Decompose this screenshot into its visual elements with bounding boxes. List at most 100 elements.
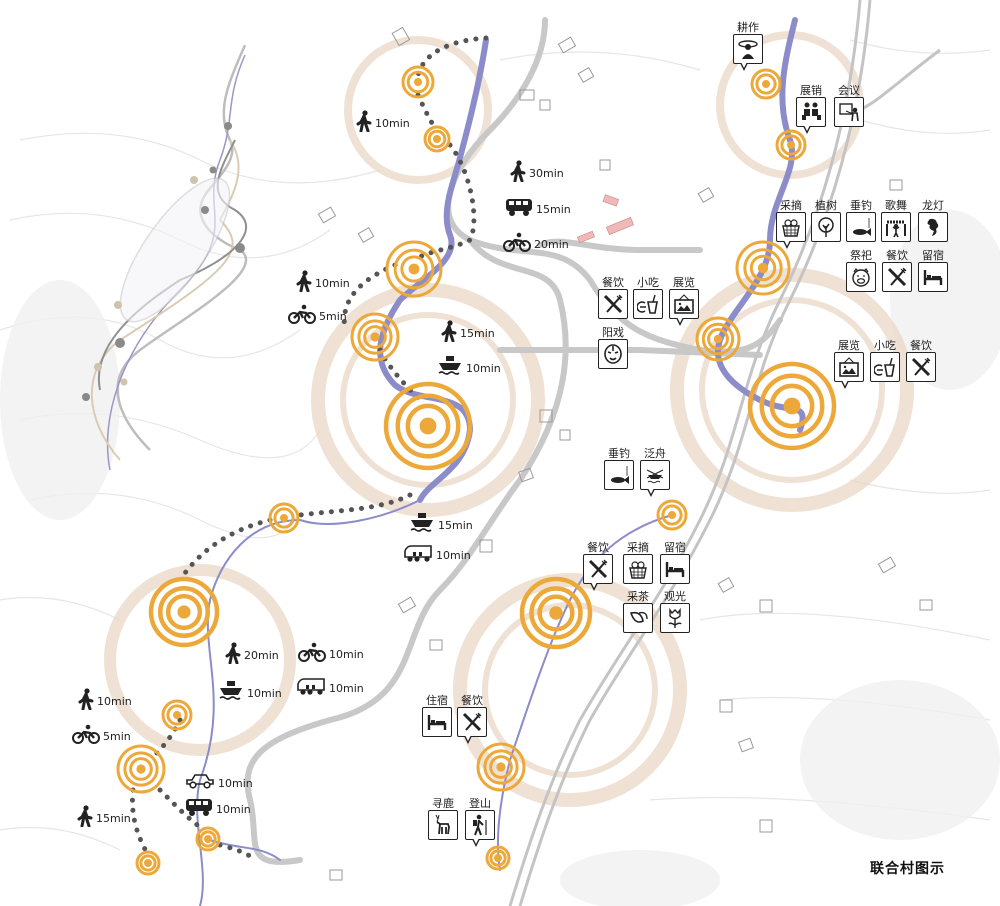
activity-icon-card[interactable]: 会议 [834, 84, 864, 127]
activity-node[interactable] [519, 576, 593, 650]
activity-label: 采茶 [627, 590, 649, 603]
activity-icon-card[interactable]: 餐饮 [598, 276, 628, 319]
walk-icon [441, 320, 457, 346]
activity-label: 登山 [469, 797, 491, 810]
buildings [317, 26, 933, 881]
activity-label: 小吃 [874, 339, 896, 352]
activity-icon-card[interactable]: 小吃 [633, 276, 663, 319]
travel-time: 10min [329, 681, 364, 695]
travel-label-walk: 15min [441, 320, 495, 346]
activity-icon-card[interactable]: 留宿 [660, 541, 690, 584]
dining-icon [910, 356, 932, 378]
activity-node[interactable] [350, 312, 400, 362]
activity-node[interactable] [401, 65, 435, 99]
activity-icon-card[interactable]: 歌舞 [881, 199, 911, 242]
hiker-icon [469, 814, 491, 836]
walk-icon [77, 805, 93, 831]
basket-icon [780, 216, 802, 238]
travel-time: 15min [536, 202, 571, 216]
activity-node[interactable] [195, 826, 221, 852]
activity-icon-card[interactable]: 祭祀 [846, 249, 876, 292]
activity-node[interactable] [423, 125, 451, 153]
activity-node[interactable] [161, 699, 193, 731]
activity-label: 餐饮 [910, 339, 932, 352]
activity-icon-card[interactable]: 餐饮 [457, 694, 487, 744]
activity-icon-card[interactable]: 采摘 [623, 541, 653, 584]
activity-node[interactable] [476, 742, 526, 792]
bed-icon [664, 558, 686, 580]
walk-icon [296, 270, 312, 296]
walk-icon [356, 110, 372, 136]
travel-label-bike: 20min [503, 232, 569, 256]
activity-label: 龙灯 [922, 199, 944, 212]
activity-icon-card[interactable]: 采茶 [623, 590, 653, 633]
activity-icon-card[interactable]: 垂钓 [846, 199, 876, 242]
activity-node[interactable] [148, 576, 220, 648]
travel-time: 5min [103, 729, 131, 743]
activity-icon-card[interactable]: 采摘 [776, 199, 806, 249]
activity-node[interactable] [775, 129, 807, 161]
basket-icon [627, 558, 649, 580]
activity-label: 耕作 [737, 21, 759, 34]
activity-icon-card[interactable]: 龙灯 [918, 199, 948, 242]
route-diagram [82, 44, 248, 471]
farmer-icon [737, 38, 759, 60]
presenter-icon [838, 101, 860, 123]
activity-icon-card[interactable]: 植树 [811, 199, 841, 242]
activity-node[interactable] [735, 240, 791, 296]
dining-icon [461, 711, 483, 733]
travel-time: 10min [218, 776, 253, 790]
activity-icon-card[interactable]: 餐饮 [882, 249, 912, 292]
travel-label-walk: 20min [225, 642, 279, 668]
activity-icon-card[interactable]: 展销 [796, 84, 826, 134]
activity-icon-card[interactable]: 展览 [669, 276, 699, 326]
activity-icon-card[interactable]: 观光 [660, 590, 690, 633]
travel-time: 20min [244, 648, 279, 662]
activity-node[interactable] [656, 499, 688, 531]
activity-label: 餐饮 [602, 276, 624, 289]
activity-icon-card[interactable]: 泛舟 [640, 447, 670, 497]
dining-icon [886, 266, 908, 288]
travel-time: 15min [438, 518, 473, 532]
activity-node[interactable] [695, 316, 741, 362]
activity-label: 采摘 [780, 199, 802, 212]
bike-icon [298, 642, 326, 666]
activity-node[interactable] [385, 240, 443, 298]
activity-node[interactable] [116, 744, 166, 794]
activity-icon-card[interactable]: 展览 [834, 339, 864, 389]
activity-icon-card[interactable]: 餐饮 [906, 339, 936, 382]
activity-icon-card[interactable]: 住宿 [422, 694, 452, 737]
activity-node[interactable] [268, 502, 300, 534]
walk-icon [510, 160, 526, 186]
activity-label: 垂钓 [850, 199, 872, 212]
activity-icon-card[interactable]: 留宿 [918, 249, 948, 292]
activity-label: 垂钓 [608, 447, 630, 460]
walk-icon [225, 642, 241, 668]
deer-icon [432, 814, 454, 836]
bus-icon [185, 797, 213, 821]
activity-label: 展览 [673, 276, 695, 289]
activity-node[interactable] [383, 381, 473, 471]
dining-icon [602, 293, 624, 315]
activity-icon-card[interactable]: 耕作 [733, 21, 763, 71]
activity-node[interactable] [750, 68, 782, 100]
activity-node[interactable] [747, 361, 837, 451]
tram-icon [403, 543, 433, 567]
activity-icon-card[interactable]: 寻鹿 [428, 797, 458, 840]
travel-label-car: 10min [185, 772, 253, 794]
activity-icon-card[interactable]: 垂钓 [604, 447, 634, 490]
activity-icon-card[interactable]: 登山 [465, 797, 495, 847]
activity-node[interactable] [485, 845, 511, 871]
activity-icon-card[interactable]: 小吃 [870, 339, 900, 382]
activity-icon-card[interactable]: 阳戏 [598, 326, 628, 369]
activity-icon-card[interactable]: 餐饮 [583, 541, 613, 591]
activity-nodes [116, 65, 837, 876]
boat-icon [409, 512, 435, 538]
activity-label: 祭祀 [850, 249, 872, 262]
snack-icon [874, 356, 896, 378]
travel-label-bike: 10min [298, 642, 364, 666]
dragon-icon [922, 216, 944, 238]
activity-label: 歌舞 [885, 199, 907, 212]
activity-node[interactable] [135, 850, 161, 876]
